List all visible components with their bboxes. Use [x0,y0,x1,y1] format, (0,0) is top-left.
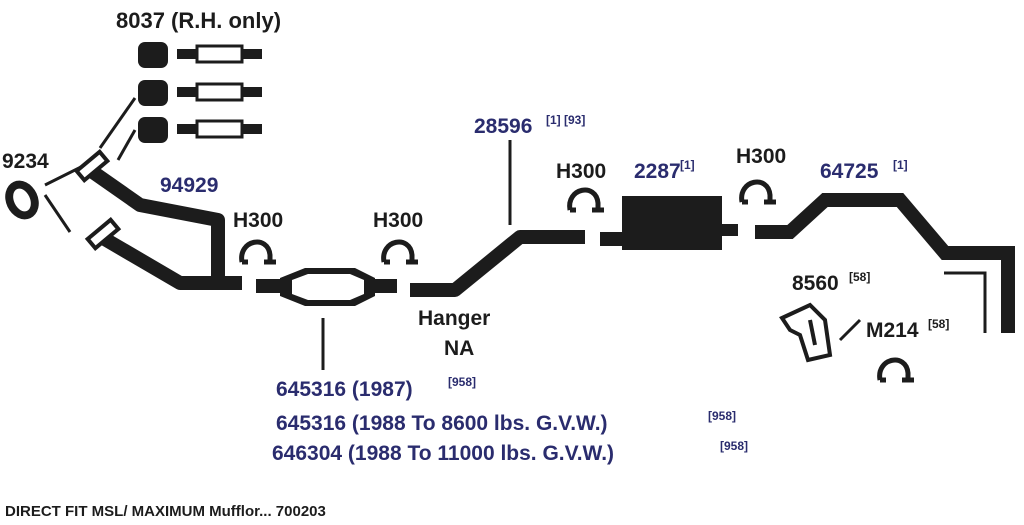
ref-8560: [58] [849,270,870,284]
label-h300-2: H300 [373,209,423,232]
u-clamp-icon [567,187,604,213]
label-hanger-na: NA [444,337,474,360]
ref-cat-3: [958] [720,439,748,453]
tailpipe-outline [944,271,987,333]
label-hanger: Hanger [418,307,490,330]
part-2287-muffler [600,196,738,250]
gasket-icon [138,42,168,68]
label-h300-1: H300 [233,209,283,232]
footer-caption: DIRECT FIT MSL/ MAXIMUM Mufflor... 70020… [5,503,326,520]
catalytic-converter-645316 [256,268,397,306]
label-28596: 28596 [474,115,532,138]
ref-cat-2: [958] [708,409,736,423]
gasket-icon [138,80,168,106]
gasket-icon [138,117,168,143]
label-cat-3: 646304 (1988 To 11000 lbs. G.V.W.) [272,442,614,465]
ref-28596: [1] [93] [546,113,585,127]
u-clamp-icon [239,239,276,265]
label-2287: 2287 [634,160,681,183]
u-clamp-icon [739,179,776,205]
part-8037-group [138,42,262,143]
tailpipe-highlight [950,266,992,333]
label-94929: 94929 [160,174,218,197]
part-28596-pipe [410,230,585,297]
label-8037: 8037 (R.H. only) [116,8,281,33]
ref-m214: [58] [928,317,949,331]
u-clamp-icon [877,357,914,383]
h300-clamp-icons [239,179,914,383]
label-cat-2: 645316 (1988 To 8600 lbs. G.V.W.) [276,412,608,435]
u-clamp-icon [381,239,418,265]
label-cat-1: 645316 (1987) [276,378,413,401]
ypipe-flanges [73,148,122,252]
part-64725-tailpipe [755,193,1015,333]
label-9234: 9234 [2,150,49,173]
label-8560: 8560 [792,272,839,295]
leader-lines [43,97,862,370]
part-94929-ypipe [85,164,242,290]
part-8560-bracket [779,302,833,363]
label-h300-3: H300 [556,160,606,183]
label-64725: 64725 [820,160,879,183]
ref-2287: [1] [680,158,695,172]
label-m214: M214 [866,319,919,342]
ref-64725: [1] [893,158,908,172]
label-h300-4: H300 [736,145,786,168]
ref-cat-1: [958] [448,375,476,389]
part-9234-ring [5,180,39,220]
